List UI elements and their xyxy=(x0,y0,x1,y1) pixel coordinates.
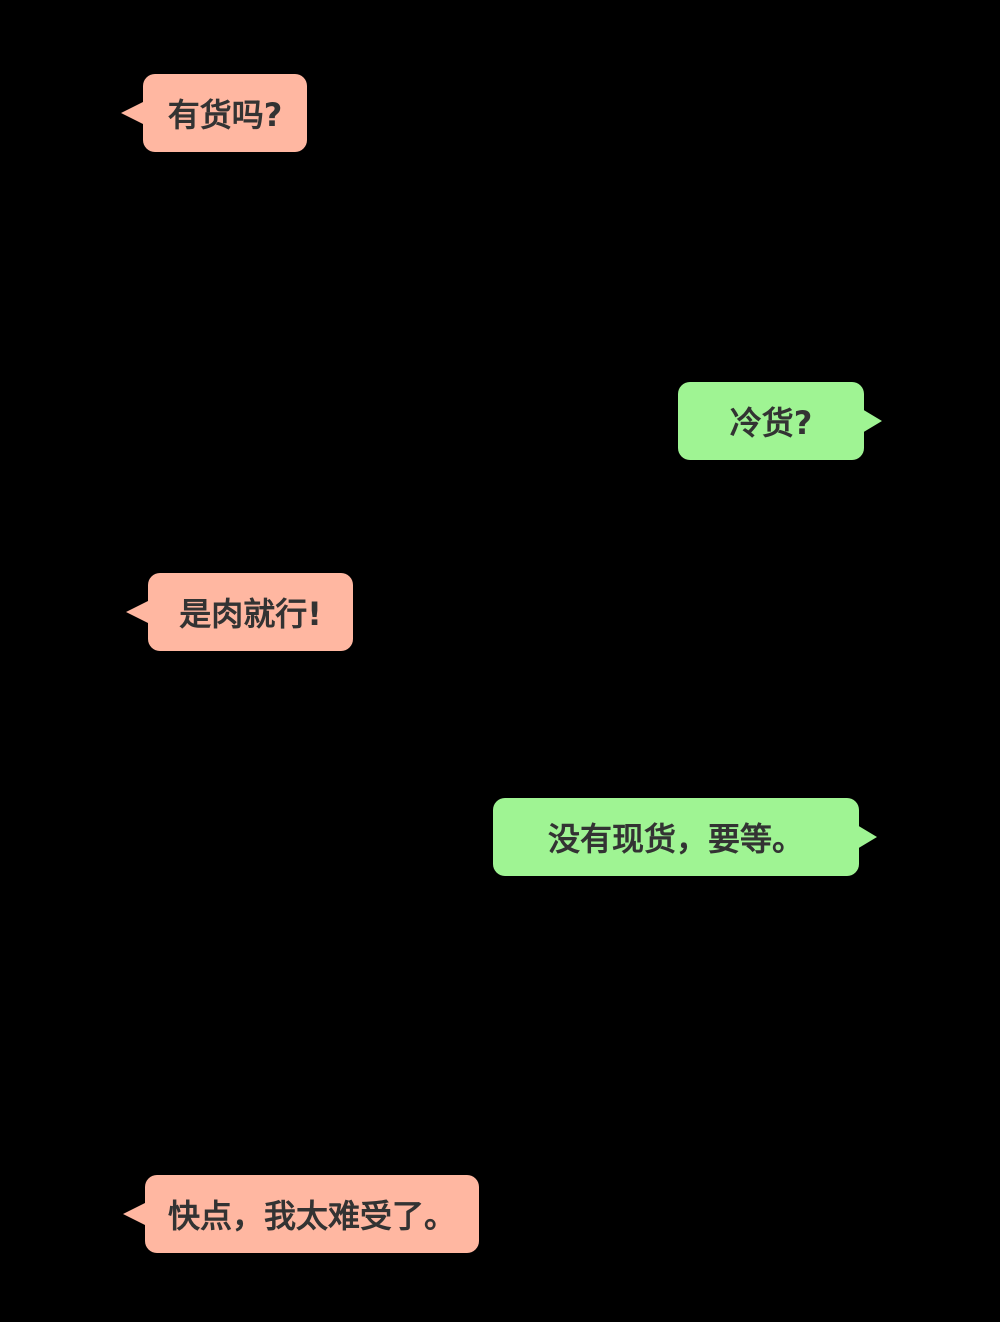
message-text: 是肉就行! xyxy=(179,595,322,633)
message-bubble-outgoing[interactable]: 冷货? xyxy=(678,382,864,460)
message-text: 有货吗? xyxy=(167,96,283,134)
message-text: 冷货? xyxy=(729,404,813,442)
message-bubble-incoming[interactable]: 快点，我太难受了。 xyxy=(145,1175,479,1253)
message-bubble-incoming[interactable]: 是肉就行! xyxy=(148,573,353,651)
message-text: 没有现货，要等。 xyxy=(547,820,804,858)
message-bubble-incoming[interactable]: 有货吗? xyxy=(143,74,307,152)
message-bubble-outgoing[interactable]: 没有现货，要等。 xyxy=(493,798,859,876)
message-text: 快点，我太难受了。 xyxy=(167,1197,456,1235)
